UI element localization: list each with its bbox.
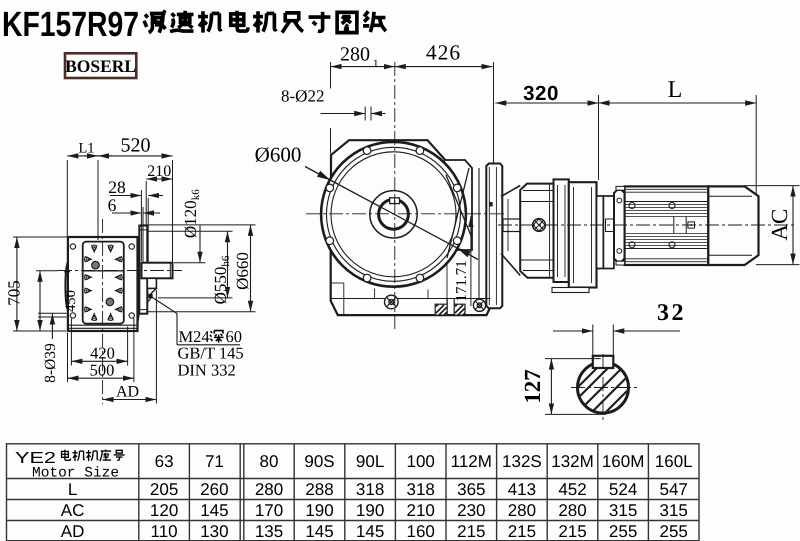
svg-text:315: 315 (609, 501, 637, 520)
svg-text:KF157R97: KF157R97 (2, 5, 139, 44)
svg-text:260: 260 (200, 480, 228, 499)
svg-text:215: 215 (558, 522, 586, 541)
svg-text:145: 145 (305, 522, 333, 541)
svg-text:-1: -1 (62, 270, 72, 278)
svg-text:71: 71 (205, 452, 224, 471)
svg-text:170: 170 (255, 501, 283, 520)
svg-text:130: 130 (200, 522, 228, 541)
svg-text:320: 320 (523, 82, 559, 105)
svg-text:280: 280 (340, 44, 370, 66)
svg-text:365: 365 (457, 480, 485, 499)
svg-text:280: 280 (255, 480, 283, 499)
svg-text:112M: 112M (451, 452, 492, 471)
svg-text:160: 160 (407, 522, 435, 541)
svg-text:63: 63 (155, 452, 174, 471)
svg-text:255: 255 (609, 522, 637, 541)
svg-text:315: 315 (660, 501, 688, 520)
svg-text:100: 100 (407, 452, 435, 471)
svg-text:28: 28 (108, 177, 126, 197)
svg-text:210: 210 (407, 501, 435, 520)
svg-text:450: 450 (63, 290, 79, 312)
svg-text:255: 255 (660, 522, 688, 541)
svg-text:60: 60 (226, 327, 243, 346)
svg-text:160M: 160M (602, 452, 645, 471)
svg-text:M24: M24 (179, 327, 210, 346)
svg-text:500: 500 (90, 361, 115, 380)
svg-text:Motor Size: Motor Size (32, 466, 119, 482)
svg-text:205: 205 (150, 480, 178, 499)
svg-text:AD: AD (116, 384, 139, 401)
svg-text:426: 426 (426, 41, 461, 65)
svg-text:110: 110 (151, 522, 178, 541)
svg-text:L: L (68, 480, 77, 499)
svg-text:8-Ø39: 8-Ø39 (42, 343, 59, 383)
svg-text:127: 127 (520, 369, 545, 404)
svg-text:90L: 90L (356, 452, 384, 471)
svg-text:705: 705 (5, 280, 24, 306)
svg-text:215: 215 (457, 522, 485, 541)
svg-text:135: 135 (255, 522, 283, 541)
svg-text:280: 280 (508, 501, 536, 520)
svg-text:413: 413 (508, 480, 536, 499)
svg-text:GB/T 145: GB/T 145 (178, 344, 244, 363)
svg-text:8-Ø22: 8-Ø22 (281, 87, 324, 106)
svg-text:DIN 332: DIN 332 (178, 361, 236, 380)
svg-text:520: 520 (121, 135, 151, 157)
svg-text:AC: AC (767, 209, 792, 241)
svg-text:160L: 160L (655, 452, 693, 471)
svg-text:L1: L1 (78, 141, 94, 157)
svg-text:120: 120 (150, 501, 178, 520)
svg-text:Ø550h6: Ø550h6 (211, 255, 232, 304)
svg-text:80: 80 (260, 452, 279, 471)
svg-text:145: 145 (200, 501, 228, 520)
svg-text:1: 1 (373, 58, 379, 70)
svg-text:32: 32 (657, 300, 686, 326)
svg-text:132M: 132M (551, 452, 594, 471)
svg-text:318: 318 (407, 480, 435, 499)
svg-text:6: 6 (108, 195, 117, 215)
svg-text:420: 420 (90, 344, 115, 363)
svg-text:210: 210 (147, 163, 171, 180)
svg-text:AC: AC (61, 501, 85, 520)
svg-text:YE2: YE2 (15, 450, 56, 467)
svg-text:AD: AD (61, 522, 85, 541)
svg-text:Ø660: Ø660 (233, 252, 252, 290)
svg-text:280: 280 (558, 501, 586, 520)
svg-text:Ø600: Ø600 (255, 143, 302, 167)
svg-text:288: 288 (305, 480, 333, 499)
svg-text:215: 215 (508, 522, 536, 541)
svg-text:145: 145 (356, 522, 384, 541)
svg-text:BOSERL: BOSERL (65, 56, 136, 76)
svg-text:230: 230 (457, 501, 485, 520)
svg-text:Ø120k6: Ø120k6 (181, 189, 202, 238)
svg-text:452: 452 (558, 480, 586, 499)
svg-text:190: 190 (305, 501, 333, 520)
svg-text:132S: 132S (502, 452, 542, 471)
svg-text:524: 524 (609, 480, 637, 499)
svg-text:90S: 90S (304, 452, 334, 471)
svg-text:318: 318 (356, 480, 384, 499)
svg-text:171.71: 171.71 (454, 260, 470, 301)
svg-text:L: L (668, 77, 683, 103)
svg-text:190: 190 (356, 501, 384, 520)
svg-text:547: 547 (660, 480, 688, 499)
